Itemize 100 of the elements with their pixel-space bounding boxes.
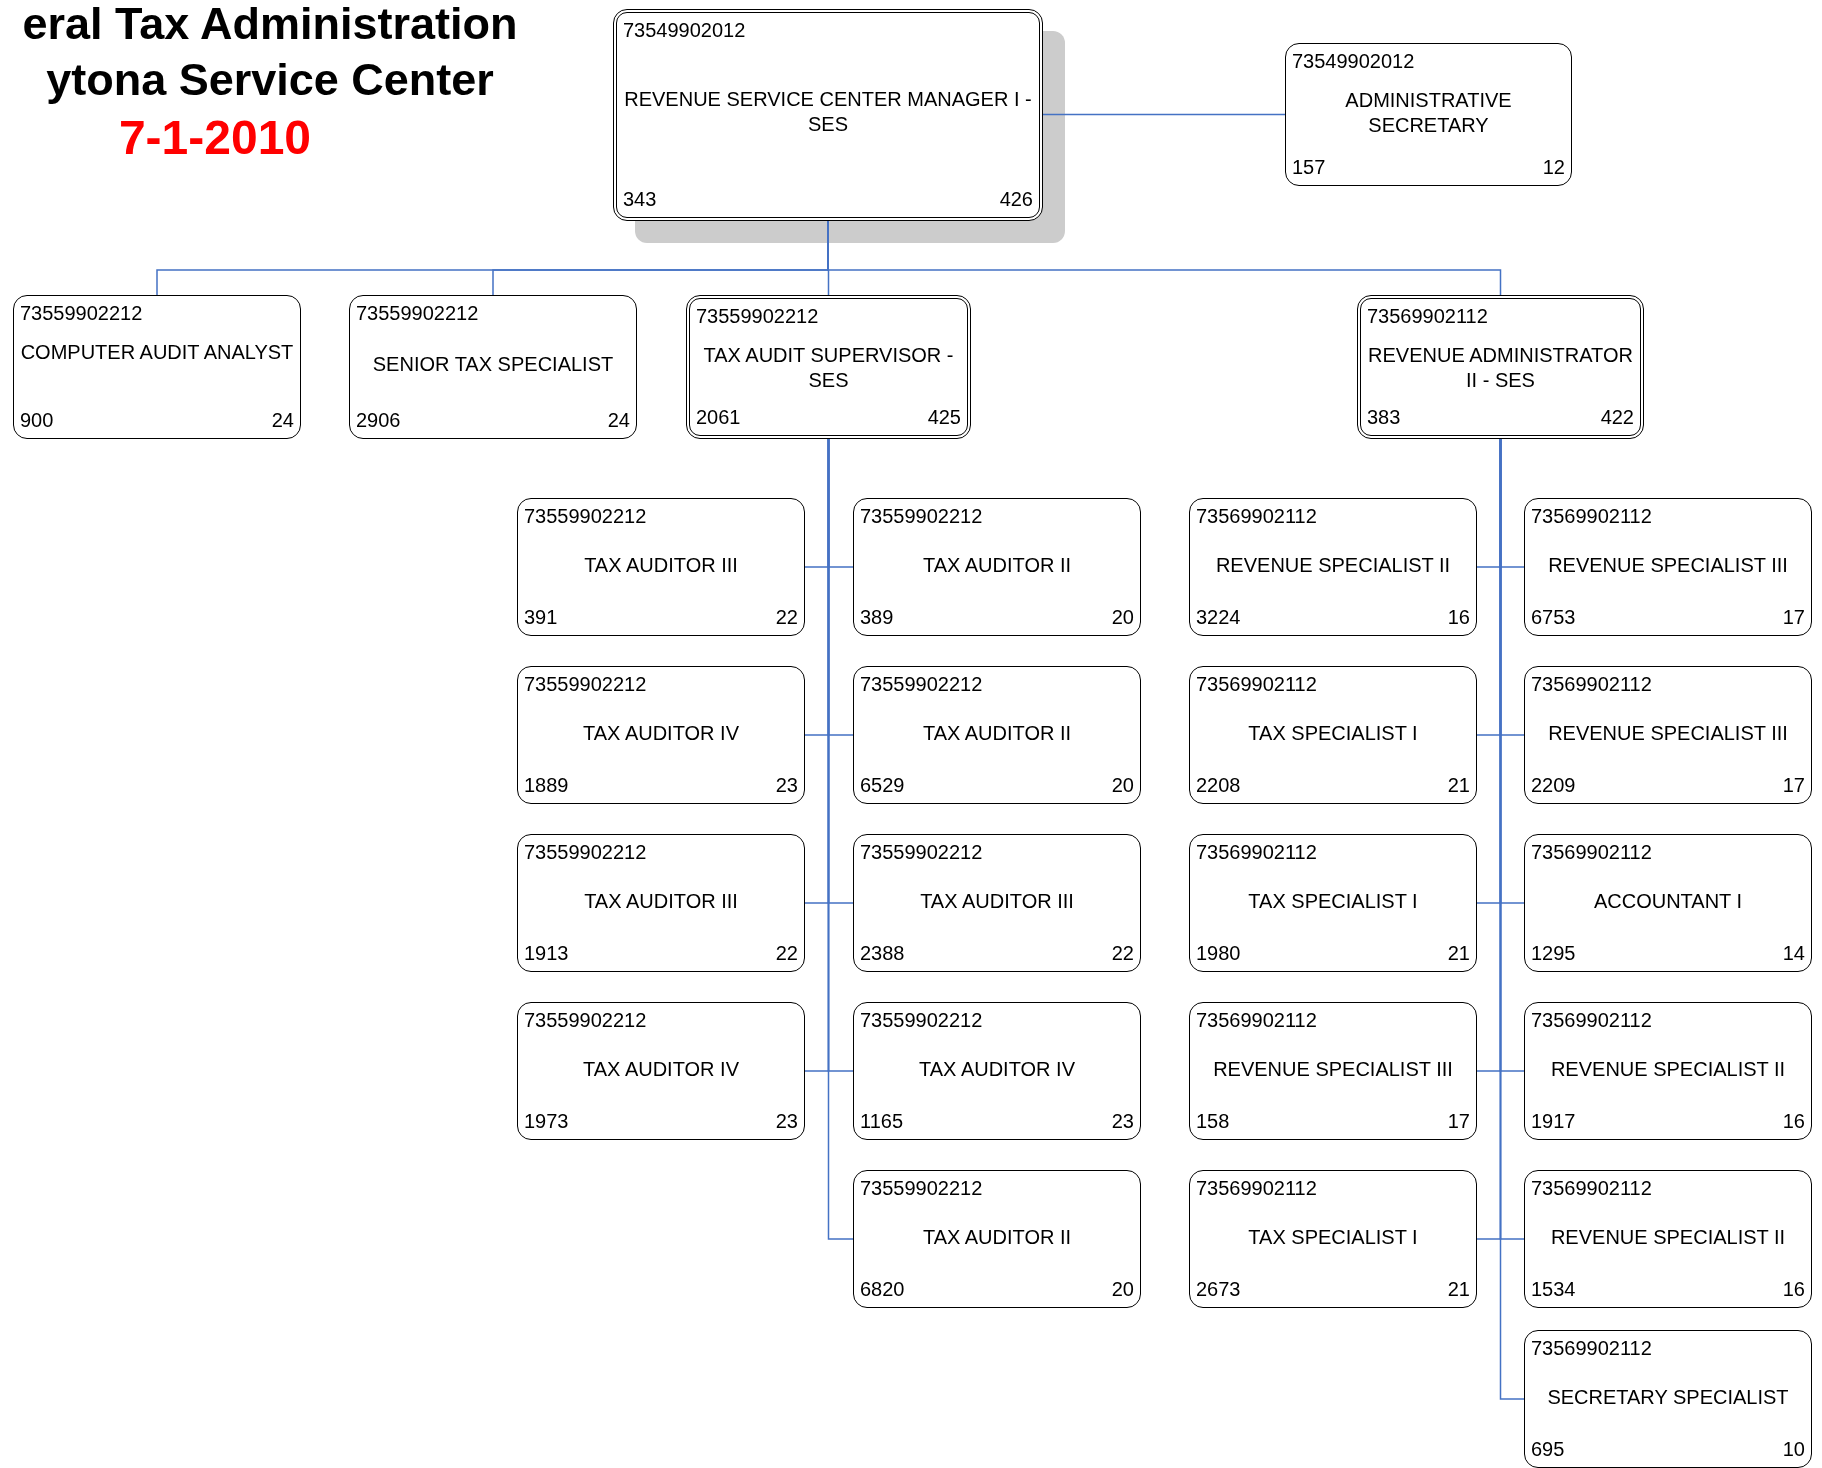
grade-number: 21 xyxy=(1447,942,1470,965)
grade-number: 24 xyxy=(271,409,294,432)
grade-number: 17 xyxy=(1782,606,1805,629)
position-code: 73569902112 xyxy=(1196,1009,1317,1032)
position-box xyxy=(613,9,1043,221)
grade-number: 21 xyxy=(1447,1278,1470,1301)
position-code: 73559902212 xyxy=(524,505,647,528)
grade-number: 10 xyxy=(1782,1438,1805,1461)
position-code: 73559902212 xyxy=(860,505,983,528)
position-number: 2209 xyxy=(1531,774,1576,797)
position-title: TAX AUDITOR III xyxy=(583,553,739,578)
position-box xyxy=(853,834,1141,972)
position-number: 2208 xyxy=(1196,774,1241,797)
position-number: 2673 xyxy=(1196,1278,1241,1301)
grade-number: 16 xyxy=(1782,1278,1805,1301)
grade-number: 23 xyxy=(775,774,798,797)
position-number: 1917 xyxy=(1531,1110,1576,1133)
grade-number: 20 xyxy=(1111,606,1134,629)
position-number: 2906 xyxy=(356,409,401,432)
position-code: 73549902012 xyxy=(1292,50,1415,73)
grade-number: 14 xyxy=(1782,942,1805,965)
position-number: 1295 xyxy=(1531,942,1576,965)
position-code: 73549902012 xyxy=(623,19,746,42)
position-box xyxy=(1189,1002,1477,1140)
position-number: 6529 xyxy=(860,774,905,797)
grade-number: 426 xyxy=(999,188,1033,211)
position-box xyxy=(1524,1330,1812,1468)
position-code: 73569902112 xyxy=(1196,841,1317,864)
grade-number: 20 xyxy=(1111,774,1134,797)
position-title: TAX AUDITOR III xyxy=(919,889,1075,914)
position-number: 1534 xyxy=(1531,1278,1576,1301)
grade-number: 17 xyxy=(1447,1110,1470,1133)
position-box xyxy=(1285,43,1572,186)
position-number: 1889 xyxy=(524,774,569,797)
grade-number: 22 xyxy=(775,606,798,629)
position-title: REVENUE SPECIALIST III xyxy=(1547,553,1789,578)
position-title: REVENUE SPECIALIST III xyxy=(1212,1057,1454,1082)
grade-number: 16 xyxy=(1782,1110,1805,1133)
position-box xyxy=(13,295,301,439)
grade-number: 23 xyxy=(1111,1110,1134,1133)
position-code: 73569902112 xyxy=(1196,505,1317,528)
grade-number: 425 xyxy=(927,406,961,429)
position-code: 73559902212 xyxy=(20,302,143,325)
position-code: 73559902212 xyxy=(356,302,479,325)
connector-line xyxy=(1042,113,1286,116)
position-code: 73569902112 xyxy=(1531,1337,1652,1360)
position-title: TAX AUDITOR IV xyxy=(582,1057,740,1082)
position-box xyxy=(1524,666,1812,804)
position-code: 73559902212 xyxy=(696,305,819,328)
position-title: SECRETARY SPECIALIST xyxy=(1546,1385,1790,1410)
position-box xyxy=(1189,666,1477,804)
position-code: 73569902112 xyxy=(1196,673,1317,696)
grade-number: 12 xyxy=(1542,156,1565,179)
position-box xyxy=(517,666,805,804)
chart-title: eral Tax Administration ytona Service Center xyxy=(21,0,519,107)
position-box xyxy=(517,834,805,972)
position-title: REVENUE SPECIALIST II xyxy=(1214,553,1452,578)
position-code: 73559902212 xyxy=(524,841,647,864)
position-code: 73559902212 xyxy=(860,673,983,696)
position-number: 1913 xyxy=(524,942,569,965)
position-number: 1165 xyxy=(860,1110,903,1133)
position-code: 73569902112 xyxy=(1196,1177,1317,1200)
grade-number: 24 xyxy=(607,409,630,432)
position-title: SENIOR TAX SPECIALIST xyxy=(371,352,615,377)
position-number: 6753 xyxy=(1531,606,1576,629)
position-box xyxy=(1524,498,1812,636)
position-title: TAX AUDITOR III xyxy=(583,889,739,914)
position-code: 73559902212 xyxy=(860,1177,983,1200)
position-code: 73559902212 xyxy=(860,841,983,864)
position-number: 2388 xyxy=(860,942,905,965)
position-title: TAX AUDITOR IV xyxy=(582,721,740,746)
position-box xyxy=(1189,1170,1477,1308)
position-box xyxy=(1189,498,1477,636)
grade-number: 22 xyxy=(775,942,798,965)
position-number: 695 xyxy=(1531,1438,1565,1461)
grade-number: 23 xyxy=(775,1110,798,1133)
position-box xyxy=(517,498,805,636)
position-title: TAX SPECIALIST I xyxy=(1247,889,1419,914)
position-box xyxy=(1524,1002,1812,1140)
position-code: 73559902212 xyxy=(860,1009,983,1032)
grade-number: 20 xyxy=(1111,1278,1134,1301)
position-number: 383 xyxy=(1367,406,1401,429)
date-label: 7-1-2010 xyxy=(117,110,313,165)
position-title: ADMINISTRATIVE SECRETARY xyxy=(1344,88,1513,138)
position-number: 157 xyxy=(1292,156,1326,179)
position-number: 343 xyxy=(623,188,657,211)
position-number: 389 xyxy=(860,606,894,629)
position-code: 73559902212 xyxy=(524,673,647,696)
position-title: TAX AUDITOR II xyxy=(921,721,1073,746)
position-code: 73569902112 xyxy=(1531,1177,1652,1200)
position-number: 1973 xyxy=(524,1110,569,1133)
position-title: TAX AUDITOR IV xyxy=(918,1057,1076,1082)
position-number: 158 xyxy=(1196,1110,1230,1133)
position-title: TAX AUDITOR II xyxy=(921,553,1073,578)
position-code: 73569902112 xyxy=(1531,505,1652,528)
position-title: TAX SPECIALIST I xyxy=(1247,721,1419,746)
position-code: 73569902112 xyxy=(1367,305,1488,328)
position-number: 2061 xyxy=(696,406,741,429)
position-code: 73569902112 xyxy=(1531,1009,1652,1032)
position-title: COMPUTER AUDIT ANALYST xyxy=(19,340,295,365)
